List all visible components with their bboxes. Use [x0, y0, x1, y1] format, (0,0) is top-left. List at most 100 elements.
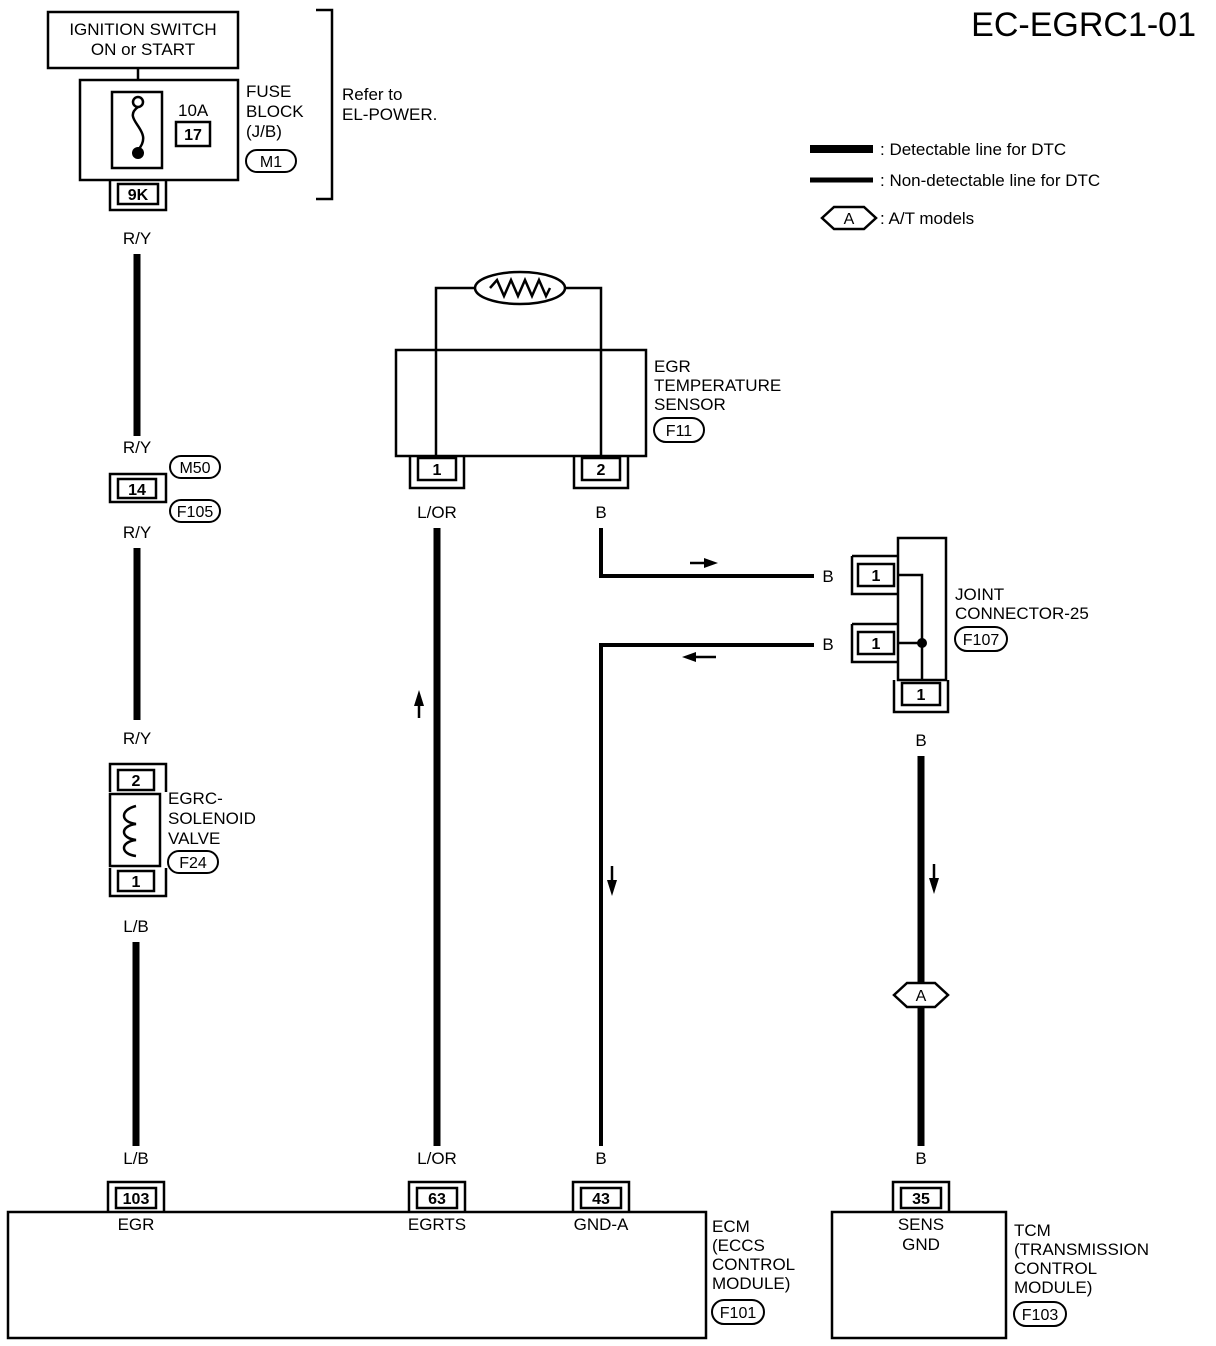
- conn-oval-f105: [169, 499, 221, 523]
- wire-label-b-3: B: [822, 635, 833, 654]
- wire-label-b-4: B: [595, 1149, 606, 1168]
- ignition-line1: IGNITION SWITCH: [69, 20, 216, 39]
- wire-label-b-1: B: [595, 503, 606, 522]
- tcm-label4: MODULE): [1014, 1278, 1092, 1297]
- joint-pin-a: 1: [872, 568, 881, 585]
- ecm-pin-43: 43: [592, 1191, 610, 1208]
- solenoid-connector-code: F24: [179, 855, 207, 872]
- fuse-connector-code: M1: [260, 154, 282, 171]
- tcm-module: 35 SENS GND TCM (TRANSMISSION CONTROL MO…: [830, 1180, 1149, 1340]
- fuse-block-label3: (J/B): [246, 122, 282, 141]
- solenoid-pin-top: 2: [132, 773, 141, 790]
- sensor-connector-oval: [653, 417, 705, 443]
- solenoid-label2: SOLENOID: [168, 809, 256, 828]
- arrow-right: [704, 558, 718, 568]
- tcm-label1: TCM: [1014, 1221, 1051, 1240]
- solenoid-label3: VALVE: [168, 829, 220, 848]
- wire-label-b-6: B: [915, 1149, 926, 1168]
- wire-label-ry-4: R/Y: [123, 729, 151, 748]
- refer-line1: Refer to: [342, 85, 402, 104]
- ignition-switch: IGNITION SWITCH ON or START: [46, 10, 240, 70]
- ecm-pin-egr-name: EGR: [118, 1215, 155, 1234]
- tcm-connector-code: F103: [1022, 1307, 1059, 1324]
- ecm-label3: CONTROL: [712, 1255, 795, 1274]
- legend-at-hexagon: [820, 205, 878, 231]
- ignition-line2: ON or START: [91, 40, 195, 59]
- diagram-title: EC-EGRC1-01: [971, 6, 1196, 44]
- refer-line2: EL-POWER.: [342, 105, 437, 124]
- wire-b-sensor-to-joint: [599, 528, 814, 578]
- tcm-pin-name2: GND: [902, 1235, 940, 1254]
- legend-detectable-label: : Detectable line for DTC: [880, 140, 1066, 159]
- tcm-label3: CONTROL: [1014, 1259, 1097, 1278]
- svg-text:F105: F105: [177, 504, 214, 521]
- tcm-pin-name1: SENS: [898, 1215, 944, 1234]
- legend-at-label: : A/T models: [880, 209, 974, 228]
- fuse-rating: 10A: [178, 101, 209, 120]
- fuse-block-label2: BLOCK: [246, 102, 304, 121]
- arrow-left: [682, 652, 696, 662]
- svg-text:9K: 9K: [128, 187, 149, 204]
- arrow-down-tcm: [929, 878, 939, 894]
- sensor-pin-1: 1: [433, 462, 442, 479]
- ecm-connector-code: F101: [720, 1305, 757, 1322]
- sensor-label2: TEMPERATURE: [654, 376, 781, 395]
- wire-label-lor-2: L/OR: [417, 1149, 457, 1168]
- tcm-connector-oval: [1013, 1301, 1067, 1327]
- sensor-label3: SENSOR: [654, 395, 726, 414]
- fuse-block: 10A 17 FUSE BLOCK (J/B) M1: [78, 78, 304, 182]
- legend: : Detectable line for DTC : Non-detectab…: [810, 140, 1100, 231]
- solenoid-label1: EGRC-: [168, 789, 223, 808]
- at-models-hexagon: [892, 981, 950, 1009]
- ecm-pin-63: 63: [428, 1191, 446, 1208]
- joint-label1: JOINT: [955, 585, 1004, 604]
- egrc-solenoid-valve: 2 1 EGRC- SOLENOID VALVE F24: [108, 762, 256, 898]
- legend-non-detectable-label: : Non-detectable line for DTC: [880, 171, 1100, 190]
- ecm-pin-egrts-name: EGRTS: [408, 1215, 466, 1234]
- svg-text:M50: M50: [179, 460, 210, 477]
- ecm-pin-gnd-name: GND-A: [574, 1215, 629, 1234]
- sensor-connector-code: F11: [666, 423, 692, 440]
- joint-connector-25: 1 1 1 JOINT CONNECTOR-25 F107: [850, 536, 1089, 714]
- fuse-block-label1: FUSE: [246, 82, 291, 101]
- ecm-label2: (ECCS: [712, 1236, 765, 1255]
- ecm-module: 103 EGR 63 EGRTS 43 GND-A ECM (ECCS CONT…: [6, 1180, 795, 1340]
- joint-pin-c: 1: [917, 687, 926, 704]
- sensor-pin-2: 2: [597, 462, 606, 479]
- wire-label-lb-2: L/B: [123, 1149, 149, 1168]
- svg-text:14: 14: [128, 482, 146, 499]
- joint-pin-b: 1: [872, 636, 881, 653]
- arrow-up-lor: [414, 690, 424, 706]
- wire-label-ry-3: R/Y: [123, 523, 151, 542]
- arrow-down-gnd: [607, 880, 617, 896]
- ecm-pin-103: 103: [123, 1191, 150, 1208]
- wire-label-ry-1: R/Y: [123, 229, 151, 248]
- tcm-pin-35: 35: [912, 1191, 930, 1208]
- harness-connector-14: 14 M50 F105: [108, 455, 221, 523]
- refer-bracket: [316, 8, 334, 201]
- joint-connector-code: F107: [963, 632, 1000, 649]
- joint-label2: CONNECTOR-25: [955, 604, 1089, 623]
- conn-oval-m50: [169, 455, 221, 479]
- wire-label-b-5: B: [915, 731, 926, 750]
- wire-label-lor-1: L/OR: [417, 503, 457, 522]
- at-models-symbol: A: [916, 988, 927, 1005]
- fuse-connector-oval: [245, 149, 297, 173]
- wire-label-b-2: B: [822, 567, 833, 586]
- solenoid-connector-oval: [167, 850, 219, 874]
- ecm-connector-oval: [711, 1299, 765, 1325]
- sensor-label1: EGR: [654, 357, 691, 376]
- wire-label-lb-1: L/B: [123, 917, 149, 936]
- tcm-label2: (TRANSMISSION: [1014, 1240, 1149, 1259]
- legend-at-symbol: A: [844, 211, 855, 228]
- joint-connector-oval: [954, 626, 1008, 652]
- ecm-label4: MODULE): [712, 1274, 790, 1293]
- terminal-9k: 9K: [108, 180, 168, 212]
- solenoid-pin-bottom: 1: [132, 874, 141, 891]
- fuse-number: 17: [184, 127, 202, 144]
- wire-label-ry-2: R/Y: [123, 438, 151, 457]
- ecm-label1: ECM: [712, 1217, 750, 1236]
- egr-temperature-sensor: EGR TEMPERATURE SENSOR F11 1 2: [394, 270, 781, 490]
- wire-b-joint-to-ecm: [599, 643, 814, 1146]
